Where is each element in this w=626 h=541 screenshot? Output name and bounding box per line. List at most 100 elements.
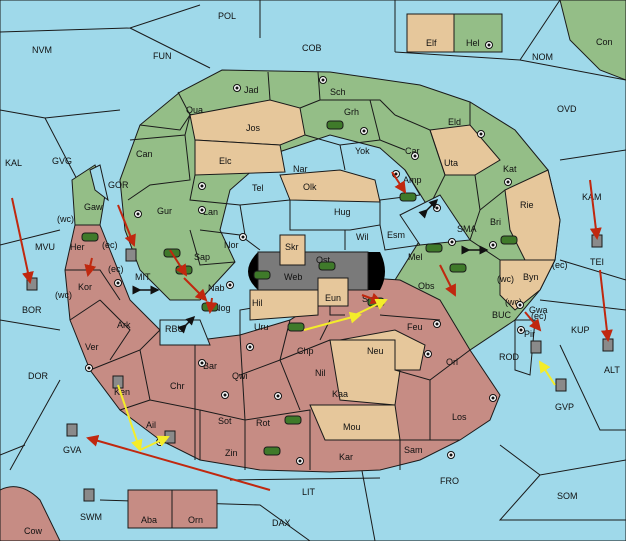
army-unit bbox=[287, 322, 305, 332]
coast-tag-wc1: (wc) bbox=[57, 214, 74, 224]
region-label-tel: Tel bbox=[252, 183, 264, 193]
region-label-gor: GOR bbox=[108, 180, 129, 190]
region-label-jos: Jos bbox=[246, 123, 261, 133]
province-olk bbox=[279, 169, 381, 203]
region-label-byn: Byn bbox=[523, 272, 539, 282]
supply-center-marker bbox=[447, 451, 455, 459]
region-label-ail: Ail bbox=[146, 420, 156, 430]
province-elc bbox=[194, 139, 286, 176]
supply-center-marker bbox=[516, 301, 524, 309]
supply-center-marker bbox=[517, 326, 525, 334]
region-label-orl: Orl bbox=[446, 357, 458, 367]
region-label-rot: Rot bbox=[256, 418, 271, 428]
province-aba bbox=[127, 489, 173, 529]
province-con bbox=[559, 0, 626, 81]
supply-center-marker bbox=[246, 343, 254, 351]
region-label-nor: Nor bbox=[224, 240, 239, 250]
region-label-sap: Sap bbox=[194, 252, 210, 262]
province-hil bbox=[249, 289, 319, 321]
region-label-cow: Cow bbox=[24, 526, 43, 536]
region-label-bar: Bar bbox=[203, 361, 217, 371]
region-label-chp: Chp bbox=[297, 346, 314, 356]
region-label-tei: TEI bbox=[590, 257, 604, 267]
region-label-yok: Yok bbox=[355, 146, 370, 156]
move-order-arrow bbox=[589, 179, 602, 240]
region-label-grh: Grh bbox=[344, 107, 359, 117]
region-label-mit: MIT bbox=[135, 272, 151, 282]
region-label-jad: Jad bbox=[244, 85, 259, 95]
supply-center-marker bbox=[114, 279, 122, 287]
adjacency-arrow bbox=[177, 315, 196, 334]
region-label-qwi: Qwi bbox=[232, 371, 248, 381]
region-label-sma: SMA bbox=[457, 224, 477, 234]
region-label-uta: Uta bbox=[444, 158, 458, 168]
army-unit bbox=[425, 243, 443, 253]
province-elf bbox=[406, 13, 455, 53]
region-label-los: Los bbox=[452, 412, 467, 422]
move-order-arrow bbox=[524, 311, 542, 332]
sea-gor-inlet bbox=[89, 164, 109, 202]
supply-center-marker bbox=[411, 152, 419, 160]
region-label-orn: Orn bbox=[188, 515, 203, 525]
supply-center-marker bbox=[485, 41, 493, 49]
region-label-kat: Kat bbox=[503, 164, 517, 174]
region-label-fun: FUN bbox=[153, 51, 172, 61]
region-label-nom: NOM bbox=[532, 52, 553, 62]
region-label-eun: Eun bbox=[325, 293, 341, 303]
region-label-swm: SWM bbox=[80, 512, 102, 522]
region-label-esm: Esm bbox=[387, 230, 405, 240]
region-label-kor: Kor bbox=[78, 282, 92, 292]
supply-center-marker bbox=[477, 130, 485, 138]
supply-center-marker bbox=[239, 233, 247, 241]
region-label-zin: Zin bbox=[225, 448, 238, 458]
support-order-arrow bbox=[117, 384, 143, 452]
region-label-gva: GVA bbox=[63, 445, 81, 455]
coast-tag-wc3: (wc) bbox=[497, 274, 514, 284]
fleet-unit bbox=[26, 277, 38, 291]
region-label-bri: Bri bbox=[490, 217, 501, 227]
region-label-rie: Rie bbox=[520, 200, 534, 210]
region-label-ark: Ark bbox=[117, 320, 131, 330]
region-label-con: Con bbox=[596, 37, 613, 47]
red-borders bbox=[65, 269, 471, 470]
region-label-uru: Uru bbox=[254, 322, 269, 332]
region-label-ovd: OVD bbox=[557, 104, 577, 114]
region-label-pol: POL bbox=[218, 11, 236, 21]
fleet-unit bbox=[602, 338, 614, 352]
region-label-aba: Aba bbox=[141, 515, 157, 525]
region-label-web: Web bbox=[284, 272, 302, 282]
region-label-feu: Feu bbox=[407, 322, 423, 332]
move-order-arrow bbox=[86, 434, 271, 491]
province-byn bbox=[499, 259, 556, 311]
province-orn bbox=[171, 489, 218, 529]
region-label-olk: Olk bbox=[303, 182, 317, 192]
region-label-ost: Ost bbox=[316, 255, 331, 265]
move-order-arrow bbox=[84, 257, 97, 277]
region-label-kaa: Kaa bbox=[332, 389, 348, 399]
supply-center-marker bbox=[198, 182, 206, 190]
region-label-sot: Sot bbox=[218, 416, 232, 426]
region-label-eld: Eld bbox=[448, 117, 461, 127]
region-label-dor: DOR bbox=[28, 371, 49, 381]
army-unit bbox=[500, 235, 518, 245]
move-order-arrow bbox=[439, 264, 456, 297]
fleet-unit bbox=[66, 423, 78, 437]
region-label-lan: Lan bbox=[203, 207, 218, 217]
supply-center-marker bbox=[489, 241, 497, 249]
region-label-lit: LIT bbox=[302, 487, 316, 497]
region-label-car: Car bbox=[405, 146, 420, 156]
supply-center-marker bbox=[360, 127, 368, 135]
move-order-arrow bbox=[169, 249, 188, 277]
coast-tag-ec1: (ec) bbox=[102, 240, 118, 250]
region-label-gvg: GVG bbox=[52, 156, 72, 166]
supply-center-marker bbox=[433, 204, 441, 212]
region-label-rbu: RBU bbox=[165, 324, 184, 334]
region-label-qua: Qua bbox=[186, 105, 203, 115]
supply-center-marker bbox=[296, 457, 304, 465]
fleet-unit bbox=[555, 378, 567, 392]
army-unit bbox=[318, 261, 336, 271]
move-order-arrow bbox=[183, 277, 208, 302]
army-unit bbox=[326, 120, 344, 130]
supply-center-marker bbox=[433, 320, 441, 328]
